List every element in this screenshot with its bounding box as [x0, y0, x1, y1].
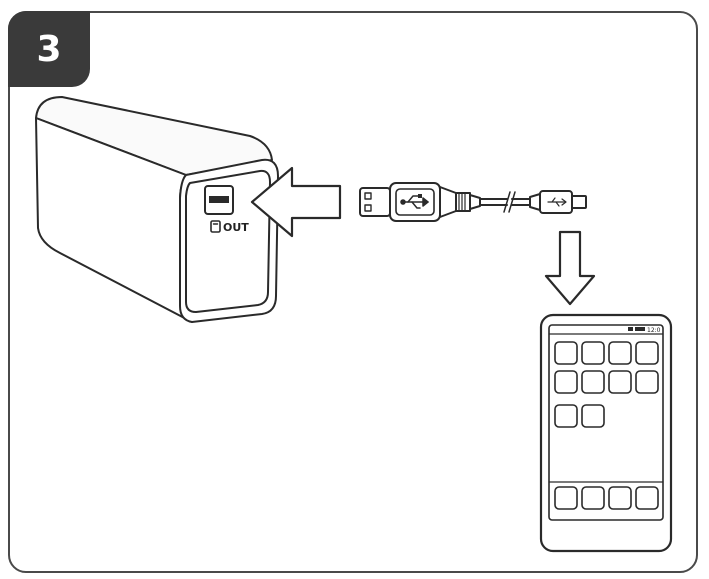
smartphone: [539, 313, 673, 553]
phone-status-time: 12:0: [647, 327, 661, 334]
micro-usb-plug: [529, 190, 587, 214]
power-bank-front-face: [179, 158, 279, 323]
step-number-badge: 3: [8, 11, 90, 87]
power-bank-top-face: [35, 96, 273, 176]
insert-arrow-icon: [250, 166, 342, 238]
usb-symbol-icon: [400, 194, 429, 209]
usb-a-plug: [359, 182, 481, 222]
usb-port-lock-icon: [210, 220, 221, 233]
power-bank: [35, 96, 279, 323]
micro-usb-symbol-icon: [547, 197, 567, 207]
battery-icon: [635, 327, 645, 331]
down-arrow-icon: [544, 230, 596, 306]
signal-icon: [628, 327, 633, 331]
usb-cable: [479, 191, 531, 213]
port-out-label: OUT: [223, 221, 249, 234]
